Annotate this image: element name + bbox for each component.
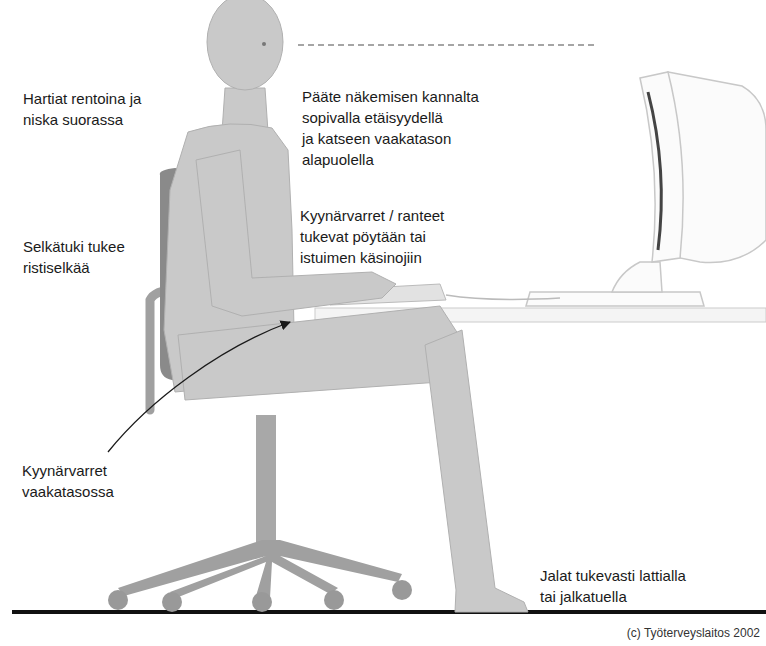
eye xyxy=(262,42,266,46)
monitor xyxy=(526,72,766,306)
annotation-label: Hartiat rentoina ja niska suorassa xyxy=(23,88,141,130)
person xyxy=(164,0,528,612)
cable xyxy=(446,295,560,299)
eye-level-line xyxy=(298,44,598,46)
annotation-label: Selkätuki tukee ristiselkää xyxy=(23,236,125,278)
annotation-label: Pääte näkemisen kannalta sopivalla etäis… xyxy=(302,86,479,170)
annotation-label: Kyynärvarret / ranteet tukevat pöytään t… xyxy=(300,205,444,268)
copyright-note: (c) Työterveyslaitos 2002 xyxy=(627,626,760,641)
leader-arrow xyxy=(108,322,290,452)
floor xyxy=(12,610,766,614)
annotation-label: Jalat tukevasti lattialla tai jalkatuell… xyxy=(540,565,686,607)
annotation-label: Kyynärvarret vaakatasossa xyxy=(22,460,114,502)
